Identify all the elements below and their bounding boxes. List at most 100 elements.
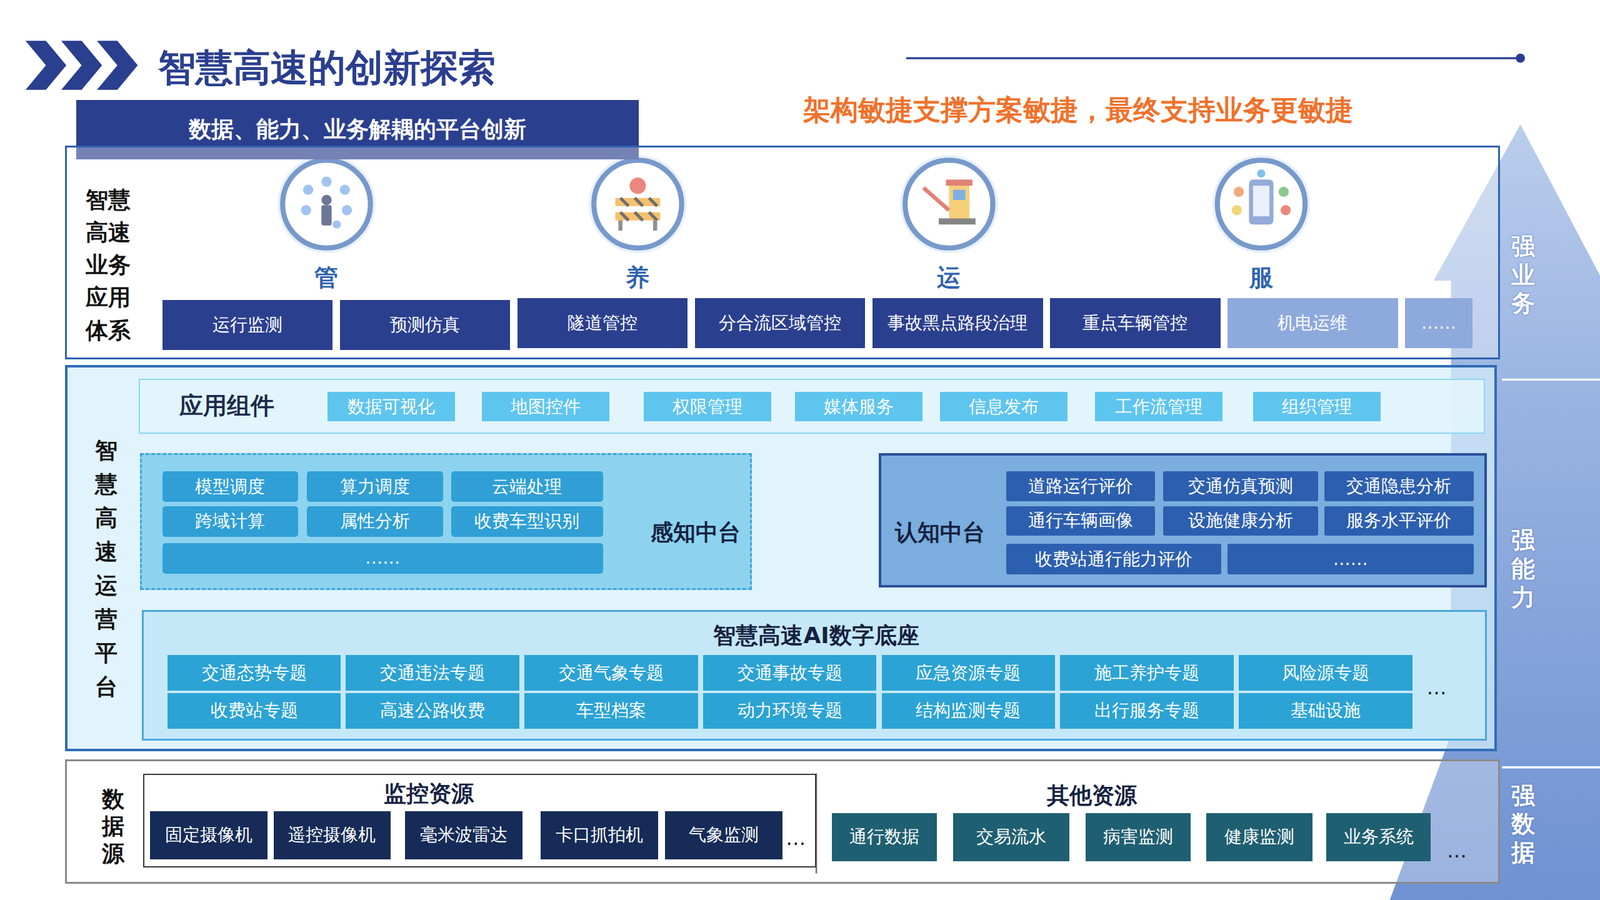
node-text: 服务水平评价	[1346, 510, 1452, 531]
node-text: 交通违法专题	[380, 663, 485, 684]
node-text: 其他资源	[979, 779, 1204, 812]
node-text: 属性分析	[340, 511, 410, 532]
perception-chip: 云端处理	[451, 471, 604, 502]
node-text: 重点车辆管控	[1082, 313, 1188, 334]
node-text: 模型调度	[195, 476, 265, 497]
platform-panel: 智慧高速运营平台应用组件数据可视化地图控件权限管理媒体服务信息发布工作流管理组织…	[65, 365, 1497, 751]
cognition-chip: 交通仿真预测	[1163, 471, 1319, 501]
app-bar: 预测仿真	[340, 300, 511, 350]
cognition-chip: 交通隐患分析	[1324, 471, 1474, 501]
app-bar: 事故黑点路段治理	[872, 298, 1044, 349]
page-title: 智慧高速的创新探索	[158, 43, 496, 94]
app-bar-muted: ……	[1405, 298, 1473, 349]
component-chip: 地图控件	[481, 391, 610, 422]
strength-tag: 强业务	[1511, 232, 1535, 319]
topic-chip: 出行服务专题	[1060, 693, 1234, 729]
node-text: 智慧高速业务应用体系	[85, 183, 131, 347]
node-text: 动力环境专题	[737, 700, 843, 721]
node-text: 交易流水	[976, 826, 1047, 847]
node-text: 车型档案	[576, 700, 647, 721]
topic-chip: 结构监测专题	[881, 693, 1056, 729]
subtitle: 架构敏捷支撑方案敏捷，最终支持业务更敏捷	[803, 91, 1354, 129]
cognition-chip: 设施健康分析	[1163, 506, 1319, 536]
node-text: 交通隐患分析	[1346, 476, 1452, 497]
node-text: ……	[365, 548, 400, 569]
node-text: 道路运行评价	[1028, 476, 1134, 497]
node-text: 分合流区域管控	[718, 313, 842, 334]
category-circle: 养	[590, 156, 685, 294]
topic-chip: 基础设施	[1238, 693, 1413, 729]
node-text: 风险源专题	[1281, 663, 1370, 684]
node-text: 感知中台	[645, 514, 747, 552]
node-text: 气象监测	[688, 825, 759, 845]
component-chip: 媒体服务	[795, 391, 923, 422]
node-text: 基础设施	[1290, 700, 1361, 721]
cognition-chip: 道路运行评价	[1006, 471, 1155, 501]
node-text: 组织管理	[1281, 396, 1352, 417]
monitor-chip: 卡口抓拍机	[540, 811, 659, 860]
monitor-chip: 固定摄像机	[150, 811, 268, 860]
node-text: 高速公路收费	[380, 700, 485, 721]
component-chip: 数据可视化	[327, 391, 455, 422]
topic-chip: 动力环境专题	[703, 693, 877, 729]
resource-chip: 交易流水	[953, 813, 1070, 862]
app-bar: 隧道管控	[517, 298, 689, 349]
node-text: 智慧高速运营平台	[95, 433, 118, 704]
perception-chip: 跨域计算	[162, 506, 299, 537]
node-text: 收费站专题	[210, 700, 299, 721]
strength-tag: 强数据	[1511, 781, 1535, 868]
node-text: 通行车辆画像	[1028, 510, 1134, 531]
node-text: 设施健康分析	[1188, 510, 1294, 531]
node-text: 运	[936, 261, 961, 294]
node-text: 智慧高速AI数字底座	[606, 618, 1025, 654]
node-text: 健康监测	[1224, 826, 1295, 847]
node-text: 管	[314, 261, 339, 294]
node-text: ……	[1333, 549, 1369, 570]
node-text: 遥控摄像机	[288, 825, 376, 845]
arrow-divider	[1501, 378, 1600, 381]
resource-chip: 通行数据	[831, 813, 937, 862]
node-text: ……	[1421, 313, 1457, 334]
node-text: 卡口抓拍机	[555, 825, 644, 845]
node-text: 跨域计算	[195, 511, 265, 532]
perception-panel: 感知中台 模型调度 算力调度 云端处理跨域计算 属性分析 收费车型识别 ……	[140, 453, 753, 590]
ellipsis-mark: …	[1446, 838, 1467, 863]
component-strip: 应用组件数据可视化地图控件权限管理媒体服务信息发布工作流管理组织管理	[138, 378, 1485, 434]
app-layer-panel: 智慧高速业务应用体系 管 养运 服运行监测 预测仿真隧道管控 分合流区域管控 事故黑点路段治…	[65, 145, 1500, 359]
topic-chip: 交通事故专题	[703, 655, 877, 691]
topic-chip: 收费站专题	[167, 693, 342, 729]
node-text: 运行监测	[212, 315, 283, 335]
node-text: 应急资源专题	[915, 663, 1021, 684]
node-text: 数据可视化	[347, 396, 435, 417]
ellipsis-mark: …	[785, 826, 806, 850]
perception-chip: 属性分析	[306, 506, 443, 537]
cognition-chip: 服务水平评价	[1324, 506, 1474, 536]
arrow-divider	[1501, 766, 1600, 769]
resource-chip: 业务系统	[1326, 813, 1431, 862]
node-text: 数据、能力、业务解耦的平台创新	[188, 114, 527, 145]
node-text: 监控资源	[326, 777, 531, 810]
node-text: 工作流管理	[1115, 396, 1203, 417]
node-text: 施工养护专题	[1094, 663, 1200, 684]
node-text: 交通态势专题	[201, 663, 307, 684]
node-text: 地图控件	[510, 396, 581, 417]
node-text: 收费车型识别	[474, 511, 580, 532]
node-text: 服	[1249, 261, 1274, 294]
node-text: 算力调度	[340, 476, 410, 497]
app-bar: 运行监测	[162, 300, 334, 350]
perception-chip: 收费车型识别	[451, 506, 604, 537]
node-text: 结构监测专题	[915, 700, 1021, 721]
perception-chip: 算力调度	[306, 471, 443, 502]
node-text: 权限管理	[672, 396, 743, 417]
node-text: 通行数据	[849, 826, 920, 847]
cognition-chip: ……	[1227, 543, 1474, 575]
category-circle: 服	[1214, 156, 1309, 294]
resource-chip: 健康监测	[1206, 813, 1313, 862]
monitor-chip: 毫米波雷达	[405, 811, 523, 860]
monitor-chip: 遥控摄像机	[273, 811, 392, 860]
header-rule-dot	[1515, 53, 1525, 64]
node-text: 数据源	[101, 785, 125, 867]
topic-chip: 交通违法专题	[345, 655, 520, 691]
node-text: 收费站通行能力评价	[1035, 549, 1193, 570]
